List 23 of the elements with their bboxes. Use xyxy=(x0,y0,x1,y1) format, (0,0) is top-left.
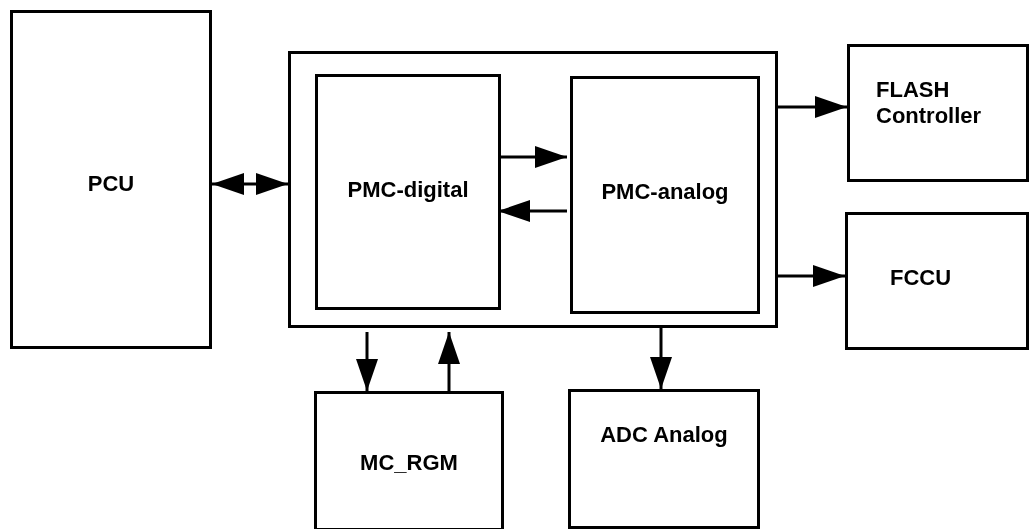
block-label: PMC-analog xyxy=(601,179,729,205)
block-box xyxy=(845,212,1029,350)
block-box xyxy=(568,389,760,529)
block-box xyxy=(314,391,504,529)
block-label: FCCU xyxy=(890,265,952,291)
block-label: PMC-digital xyxy=(347,177,469,203)
arrow xyxy=(498,146,567,168)
arrow xyxy=(778,96,847,118)
arrow xyxy=(356,332,378,391)
block-label: ADC Analog xyxy=(600,422,728,448)
sub-block-box xyxy=(570,76,760,314)
block-label: FLASH Controller xyxy=(876,77,983,129)
arrow xyxy=(498,200,567,222)
block-box xyxy=(10,10,212,349)
arrow xyxy=(212,173,288,195)
block-label: PCU xyxy=(87,171,135,197)
arrow xyxy=(650,328,672,389)
block-box xyxy=(847,44,1029,182)
block-box xyxy=(288,51,778,328)
block-label: MC_RGM xyxy=(360,450,458,476)
arrow xyxy=(438,332,460,391)
arrow xyxy=(778,265,845,287)
sub-block-box xyxy=(315,74,501,310)
